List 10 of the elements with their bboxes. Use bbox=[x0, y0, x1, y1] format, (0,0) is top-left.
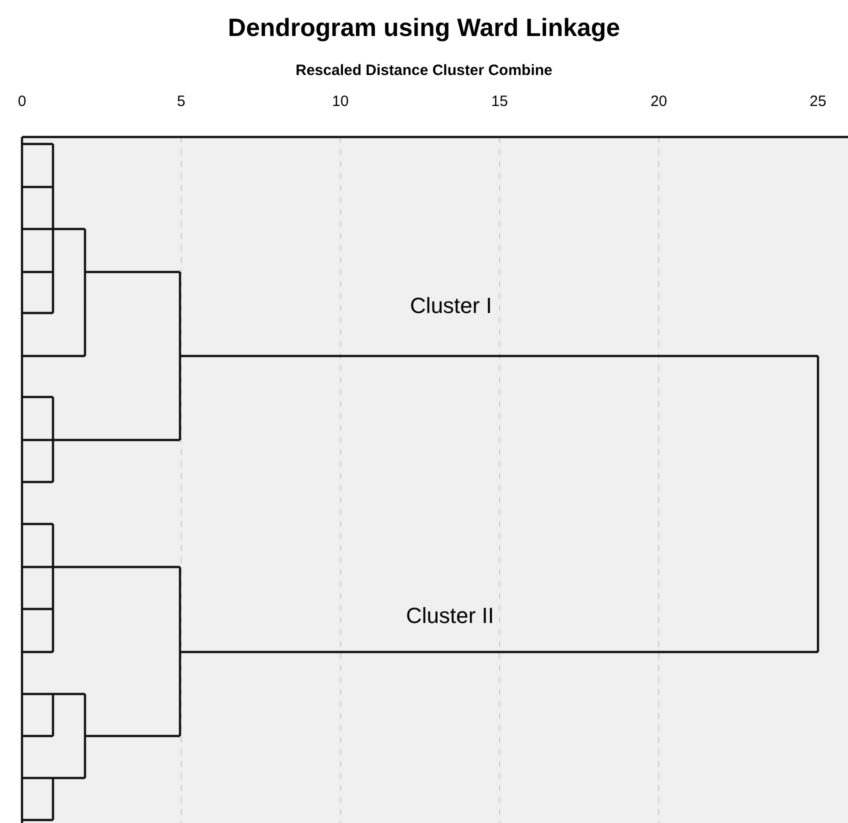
cluster-label: Cluster II bbox=[406, 603, 494, 629]
tick-label: 10 bbox=[332, 93, 349, 110]
cluster-label: Cluster I bbox=[410, 293, 492, 319]
tick-label: 5 bbox=[177, 93, 186, 110]
tick-label: 25 bbox=[810, 93, 826, 110]
tick-label: 15 bbox=[491, 93, 508, 110]
tick-label: 20 bbox=[650, 93, 668, 110]
tick-label: 0 bbox=[18, 93, 26, 110]
chart-title: Dendrogram using Ward Linkage bbox=[226, 14, 622, 43]
axis-title: Rescaled Distance Cluster Combine bbox=[296, 62, 552, 79]
